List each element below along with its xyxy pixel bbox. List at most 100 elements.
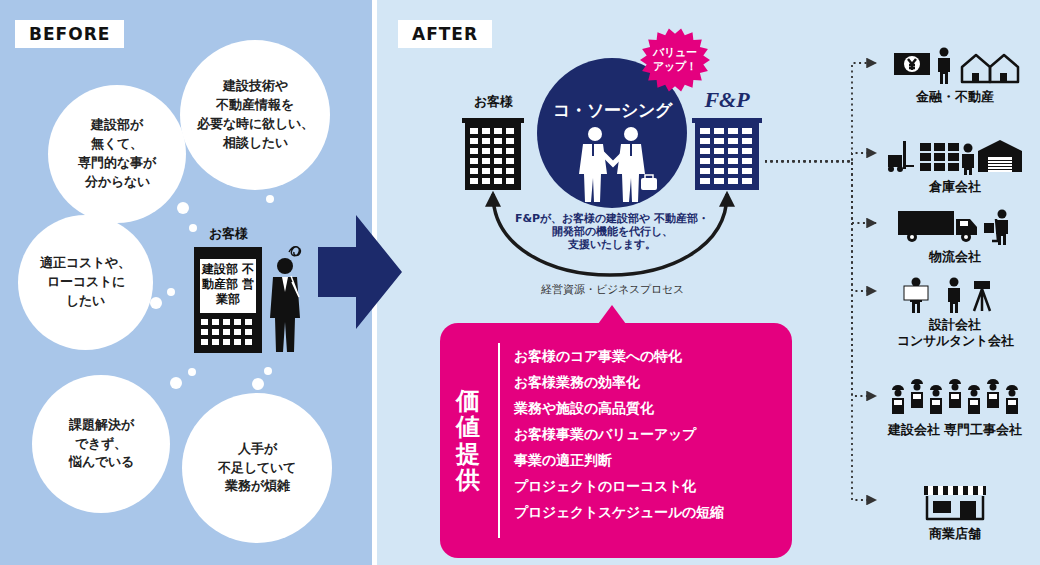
crate [934, 153, 945, 161]
partner-pictogram [880, 482, 1030, 522]
window [714, 148, 724, 154]
building-cap [692, 118, 762, 123]
survey-instrument [974, 281, 990, 289]
partner-pictogram [880, 135, 1030, 175]
building-panel [200, 259, 256, 313]
window [728, 148, 738, 154]
thought-dot [188, 368, 196, 376]
value-item: お客様事業のバリューアップ [514, 421, 724, 447]
vest-stripe [970, 400, 978, 405]
vest-stripe [913, 394, 921, 399]
value-item: お客様のコア事業への特化 [514, 343, 724, 369]
building-heading: お客様 [188, 225, 268, 243]
bubble-text: 課題解決が できず、 悩んでいる [61, 416, 141, 473]
window [470, 128, 478, 134]
person-head [277, 258, 293, 274]
icon-part [903, 141, 906, 169]
window [742, 128, 752, 134]
window [212, 339, 219, 345]
window [223, 319, 230, 325]
person-head [624, 127, 638, 141]
window [201, 339, 208, 345]
thought-dot [177, 202, 189, 214]
window [470, 148, 478, 154]
value-item: 事業の適正判断 [514, 447, 724, 473]
window [700, 148, 710, 154]
window [494, 158, 502, 164]
bubble-text: 建設技術や 不動産情報を 必要な時に欲しい、 相談したい [191, 77, 319, 152]
window [201, 319, 208, 325]
window [482, 148, 490, 154]
window [482, 138, 490, 144]
value-item: 業務や施設の高品質化 [514, 395, 724, 421]
window [506, 138, 514, 144]
tripod [974, 289, 990, 311]
window [728, 128, 738, 134]
icon-part [988, 166, 1012, 167]
window [482, 178, 490, 184]
window [201, 329, 208, 335]
drawing-sheet [904, 286, 928, 300]
window [494, 138, 502, 144]
crate [948, 143, 959, 151]
icon-part [948, 288, 960, 313]
yen-mark [908, 59, 916, 70]
dotted-connector [765, 161, 876, 291]
dotted-connector [765, 63, 876, 161]
window [212, 329, 219, 335]
shop-window [933, 501, 951, 513]
wheel [897, 166, 903, 172]
value-item: お客様業務の効率化 [514, 369, 724, 395]
icon-part [964, 235, 968, 239]
partner-label: 商業店舗 [880, 526, 1030, 542]
coin [904, 56, 920, 72]
bubble-text: 建設部が 無くて、 専門的な事が 分からない [71, 116, 163, 191]
person-shirt [282, 277, 288, 292]
icon-part [990, 384, 997, 391]
window [470, 168, 478, 174]
value-item: プロジェクトのローコスト化 [514, 473, 724, 499]
thought-bubble: 適正コストや、 ローコストに したい [18, 215, 153, 350]
thought-dot [170, 377, 182, 389]
handshake [601, 152, 625, 164]
icon-part [952, 384, 959, 391]
vest-stripe [894, 400, 902, 405]
building-body [465, 122, 521, 190]
after-panel [377, 0, 1040, 565]
client-building: お客様 [462, 92, 524, 190]
thought-bubble: 建設技術や 不動産情報を 必要な時に欲しい、 相談したい [180, 40, 330, 190]
company-logo: F&P [692, 88, 762, 112]
window [700, 178, 710, 184]
crate [948, 163, 959, 171]
partner-label: 倉庫会社 [880, 179, 1030, 195]
helmet [892, 385, 904, 390]
icon-part [938, 486, 943, 495]
panel-tag: BEFORE [15, 20, 124, 48]
shutter [988, 157, 1012, 172]
window [960, 221, 968, 226]
window [506, 128, 514, 134]
icon-part [938, 58, 950, 84]
window [714, 168, 724, 174]
partner-icon: 建設会社 専門工事会社 [880, 378, 1030, 438]
window [700, 168, 710, 174]
icon-part [978, 486, 983, 495]
helmet [987, 379, 999, 384]
window [506, 168, 514, 174]
person-body [270, 277, 300, 352]
value-item: プロジェクトスケジュールの短縮 [514, 499, 724, 525]
window [742, 138, 752, 144]
window [470, 138, 478, 144]
dolly [992, 219, 998, 241]
partner-label: 物流会社 [880, 249, 1030, 265]
person-head [588, 127, 602, 141]
window [728, 168, 738, 174]
cosourcing-circle: コ・ソーシング [537, 58, 687, 208]
icon-part [950, 278, 959, 287]
building-icon [462, 118, 524, 190]
window [506, 158, 514, 164]
icon-part [988, 160, 1012, 161]
window [482, 128, 490, 134]
